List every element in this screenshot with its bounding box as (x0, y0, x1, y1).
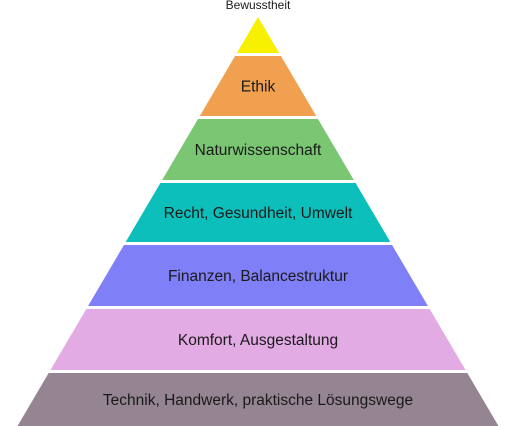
tier-label-komfort-ausgestaltung: Komfort, Ausgestaltung (178, 332, 338, 349)
tier-komfort-ausgestaltung (50, 309, 466, 370)
tier-label-technik-handwerk: Technik, Handwerk, praktische Lösungsweg… (103, 392, 413, 409)
apex-label: Bewusstheit (226, 0, 291, 12)
tier-label-ethik: Ethik (241, 79, 276, 96)
tier-label-recht-gesundheit-umwelt: Recht, Gesundheit, Umwelt (164, 205, 353, 222)
tier-finanzen-balancestruktur (88, 245, 428, 306)
tier-naturwissenschaft (162, 119, 354, 180)
tier-recht-gesundheit-umwelt (125, 183, 391, 242)
apex-triangle (236, 17, 280, 53)
tier-label-finanzen-balancestruktur: Finanzen, Balancestruktur (168, 268, 348, 285)
tier-technik-handwerk (17, 373, 499, 426)
tier-label-naturwissenschaft: Naturwissenschaft (195, 142, 322, 159)
tier-ethik (199, 56, 317, 116)
